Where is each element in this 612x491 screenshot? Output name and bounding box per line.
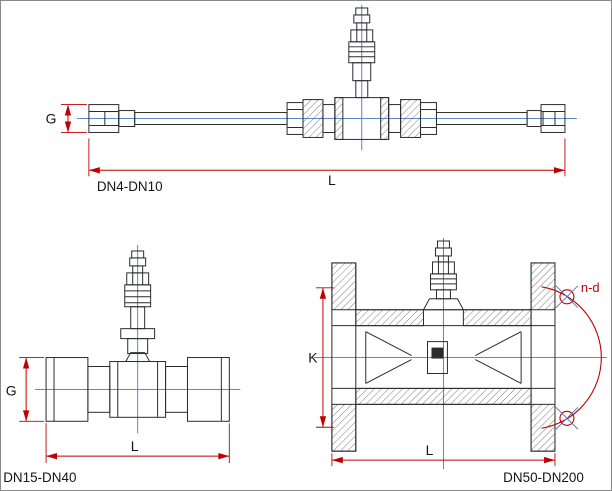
dimensions-top: G L bbox=[46, 104, 566, 188]
sensor-stack-bottom-left bbox=[120, 250, 156, 355]
centerlines-top bbox=[76, 4, 577, 151]
bolt-hole-top bbox=[559, 289, 575, 305]
dim-label-l-bottom-right: L bbox=[426, 442, 434, 458]
bolt-circle-arc bbox=[541, 286, 602, 429]
bolt-note-label: n-d bbox=[581, 280, 600, 295]
view-dn4-dn10: G L DN4-DN10 bbox=[46, 4, 577, 194]
dim-label-l-bottom-left: L bbox=[131, 438, 139, 454]
dim-label-k: K bbox=[308, 350, 318, 366]
view-dn50-dn200: n-d K L DN50-DN200 bbox=[308, 238, 607, 485]
dimensions-bottom-left: G L bbox=[6, 357, 230, 464]
rotor-core bbox=[431, 347, 444, 359]
view-dn15-dn40: G L DN15-DN40 bbox=[3, 245, 241, 485]
variant-label-dn15-dn40: DN15-DN40 bbox=[3, 470, 76, 485]
meter-body-bottom-left bbox=[45, 352, 230, 422]
centerlines-bottom-right bbox=[313, 238, 607, 470]
dim-label-g-bottom-left: G bbox=[6, 382, 17, 398]
dimensions-bottom-right: K L bbox=[308, 287, 556, 467]
bolt-circle-annotation: n-d bbox=[541, 280, 602, 430]
bolt-hole-bottom bbox=[559, 410, 575, 426]
variant-label-dn4-dn10: DN4-DN10 bbox=[97, 179, 163, 194]
meter-body-bottom-right bbox=[331, 262, 556, 452]
variant-label-dn50-dn200: DN50-DN200 bbox=[503, 470, 584, 485]
sensor-stack-bottom-right bbox=[429, 240, 457, 300]
dim-label-g-top: G bbox=[46, 110, 57, 126]
meter-body-top bbox=[88, 97, 566, 140]
sensor-stack-top bbox=[348, 7, 376, 99]
dim-label-l-top: L bbox=[328, 172, 336, 188]
